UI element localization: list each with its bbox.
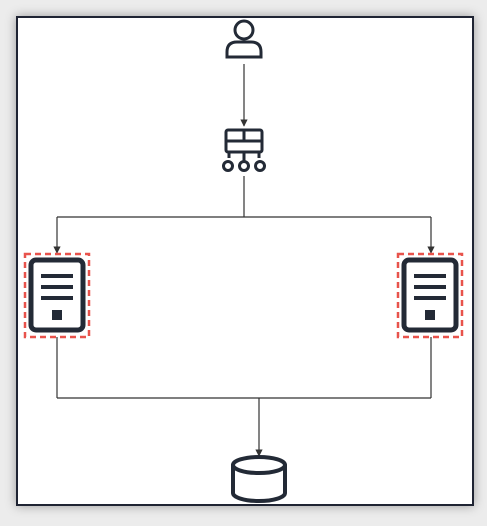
highlight-border-left xyxy=(23,252,91,339)
connectors xyxy=(53,64,435,457)
server-right xyxy=(396,252,464,339)
server-document-icon xyxy=(401,257,459,333)
user-icon xyxy=(225,19,263,59)
server-left xyxy=(23,252,91,339)
diagram-frame xyxy=(16,16,474,506)
database-icon xyxy=(231,455,287,503)
highlight-border-right xyxy=(396,252,464,339)
load-balancer-icon xyxy=(222,128,266,172)
server-document-icon xyxy=(28,257,86,333)
